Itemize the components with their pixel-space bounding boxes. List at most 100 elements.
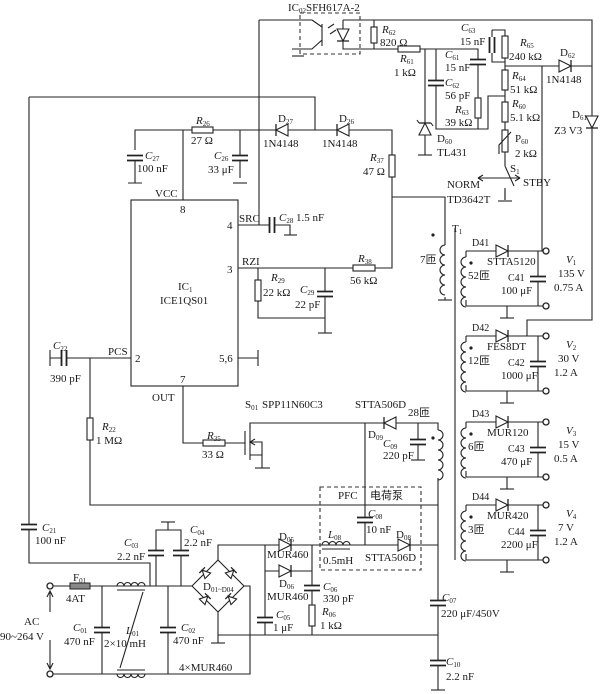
d26-value: 1N4148 [322,138,358,150]
output-terminal-positive[interactable] [542,332,550,340]
output-terminal-negative[interactable] [542,556,550,564]
diode-icon [397,538,412,552]
output-turns: 12匝 [468,355,490,367]
c63-value: 15 nF [460,36,485,48]
r63-value: 39 kΩ [445,117,472,129]
output-terminal-negative[interactable] [542,302,550,310]
output-cap-value: 470 μF [501,456,532,468]
s1-norm-label: NORM [447,179,480,191]
diode-icon [198,566,212,580]
resistor-r64: R64 51 kΩ [501,69,537,96]
c02-ref: C02 [181,622,196,635]
capacitor-icon [268,217,276,233]
optocoupler-ic02: IC02 SFH617A-2 [288,2,361,57]
secondary-winding-icon [460,427,467,479]
c29-ref: C29 [300,284,315,297]
r64-ref: R64 [511,70,526,83]
output-terminal-positive[interactable] [542,247,550,255]
c01-value: 470 nF [64,636,95,648]
r26-ref: R26 [195,115,210,128]
d27-ref: D27 [278,113,293,126]
output-name: V1 [566,254,577,267]
output-terminal-negative[interactable] [542,473,550,481]
r60-value: 5.1 kΩ [510,112,540,124]
mosfet-s01: S01 SPP11N60C3 [244,399,323,469]
capacitor-icon [428,79,444,87]
r35-value: 33 Ω [202,449,224,461]
resistor-r60: R60 5.1 kΩ [501,98,540,124]
diode-d26: D26 1N4148 [322,113,358,150]
capacitor-icon [21,523,37,531]
c27-ref: C27 [145,150,160,163]
output-terminal-negative[interactable] [542,387,550,395]
d08-ref: D08 [396,529,411,542]
filter-capacitor-icon [530,529,546,537]
c27-value: 100 nF [137,163,168,175]
c61-ref: C61 [445,49,460,62]
pin-4: 4 [227,220,233,232]
potentiometer-p60: P60 2 kΩ [498,129,537,160]
output-turns: 52匝 [468,270,490,282]
capacitor-c28: C28 1.5 nF [268,212,324,236]
bridge-ref: D01~D04 [203,581,234,594]
capacitor-c08: C08 10 nF [357,508,391,536]
resistor-r37: R37 47 Ω [363,152,396,178]
output-cap: C43 [508,444,525,455]
inductor-icon [321,540,351,546]
output-diode-part: MUR120 [487,427,529,439]
ac-label: AC [24,616,39,628]
capacitor-c07: C07 220 μF/450V [430,592,500,620]
ac-terminal-n[interactable] [46,670,54,678]
output-terminal-positive[interactable] [542,501,550,509]
output-diode-part: MUR420 [487,510,529,522]
output-cap-value: 2200 μF [501,539,538,551]
diode-d27: D27 1N4148 [263,113,299,150]
c03-value: 2.2 nF [117,551,145,563]
ac-terminal-l[interactable] [46,582,54,590]
r06-value: 1 kΩ [320,620,342,632]
ic1-ref: IC1 [178,281,193,294]
capacitor-c05: C05 1 μF [257,609,293,634]
c28-ref: C28 [279,212,294,225]
switch-s1[interactable]: S1 NORM STBY TD3642T [447,160,551,206]
diode-icon [418,121,432,136]
secondary-winding-icon [460,510,467,562]
capacitor-c06: C06 330 pF [304,581,354,605]
diode-icon [278,564,293,578]
c07-value: 220 μF/450V [441,608,500,620]
rectifier-diode-icon [495,244,510,258]
output-turns: 3匝 [468,524,485,536]
wires [28,19,593,690]
output-name: V4 [566,508,577,521]
diode-icon [224,566,238,580]
r22-value: 1 MΩ [96,435,122,447]
capacitor-c62: C62 56 pF [428,77,470,102]
s1-stby-label: STBY [523,177,551,189]
d27-value: 1N4148 [263,138,299,150]
c10-ref: C10 [446,656,461,669]
output-turns: 6匝 [468,441,485,453]
output-terminal-positive[interactable] [542,418,550,426]
resistor-r22: R22 1 MΩ [86,417,122,447]
resistor-r62: R62 820 Ω [370,24,407,49]
resistor-r65: R65 240 kΩ [501,35,542,63]
common-mode-choke-l01: L01 2×10 mH [104,581,146,679]
diode-icon [335,123,350,137]
ac-input[interactable]: AC 90~264 V [0,582,54,678]
output-current: 0.5 A [554,453,578,465]
d61-value: Z3 V3 [554,125,583,137]
output-diode: D42 [472,323,489,334]
pin-out-label: OUT [152,392,175,404]
capacitor-c26: C26 33 μF [208,150,248,184]
capacitor-icon [317,290,333,298]
led-icon [336,28,350,43]
ground-icon [128,160,142,184]
capacitor-c03: C03 2.2 nF [117,521,175,563]
capacitor-icon [304,584,320,592]
c04-value: 2.2 nF [184,537,212,549]
secondary-winding-icon [460,256,467,308]
capacitor-c22: C22 390 pF [49,340,81,385]
c21-ref: C21 [42,522,57,535]
